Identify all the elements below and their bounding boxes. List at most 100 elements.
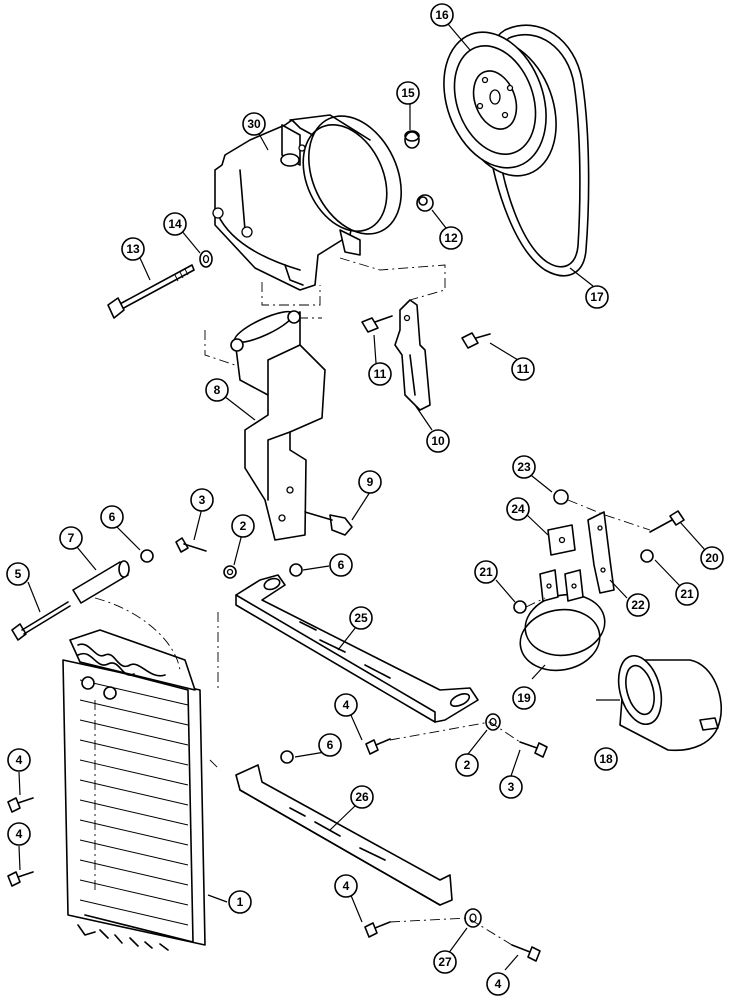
callout-6-b: 6 [329,553,353,577]
callout-16: 16 [430,3,454,27]
adjusting-bracket [394,299,431,411]
svg-text:5: 5 [15,567,22,581]
nut-small [404,130,420,149]
callout-6-c: 6 [318,733,342,757]
callout-6-a: 6 [100,505,124,529]
svg-text:1: 1 [237,895,244,909]
callout-5: 5 [6,562,30,586]
callout-4-d: 4 [334,874,358,898]
callout-2-lower: 2 [455,753,479,777]
callout-30: 30 [242,112,266,136]
nut-spacer [416,194,434,212]
svg-text:12: 12 [444,231,458,245]
callout-21-left: 21 [474,560,498,584]
washer [199,250,213,268]
svg-text:3: 3 [508,780,515,794]
leader-lines [18,23,706,971]
callout-24: 24 [506,497,530,521]
callout-4-e: 4 [486,972,510,996]
callout-11-right: 11 [511,357,535,381]
svg-text:11: 11 [517,362,530,376]
callout-18: 18 [594,747,618,771]
nut-6-lower [280,750,294,764]
svg-text:4: 4 [343,698,350,712]
clamp-bracket [587,511,615,594]
nut-6-mid [289,563,303,577]
bolt-4-a [7,797,34,813]
callout-4-a: 4 [7,748,31,772]
svg-text:10: 10 [431,434,445,448]
svg-text:11: 11 [374,367,387,381]
support-rail-upper [235,574,479,723]
ac-compressor [212,114,403,291]
callout-20: 20 [700,546,724,570]
svg-text:27: 27 [438,955,452,969]
support-rail-lower [235,764,453,906]
svg-text:2: 2 [240,519,247,533]
long-bolt [107,264,195,319]
nut-6-upper [140,549,154,563]
svg-text:13: 13 [126,242,140,256]
callout-22: 22 [626,593,650,617]
svg-text:4: 4 [343,879,350,893]
bolt-3-upper [175,537,207,553]
callout-2-upper: 2 [231,514,255,538]
callout-1: 1 [228,890,252,914]
bolt-11-left [361,315,393,333]
svg-text:19: 19 [517,691,531,705]
callout-12: 12 [439,226,463,250]
callout-8: 8 [205,378,229,402]
callout-19: 19 [512,686,536,710]
svg-text:8: 8 [214,383,221,397]
callout-25: 25 [349,606,373,630]
bolt-4-c [365,738,391,755]
callout-7: 7 [59,526,83,550]
bolt-4-d [364,921,391,938]
bolt-20 [649,510,685,533]
svg-text:30: 30 [247,117,261,131]
bolt-4-b [7,871,34,887]
svg-text:21: 21 [680,587,694,601]
callout-3-upper: 3 [190,488,214,512]
svg-text:24: 24 [511,502,525,516]
callout-11-left: 11 [368,362,392,386]
svg-text:4: 4 [16,753,23,767]
svg-text:6: 6 [109,510,116,524]
condenser [62,629,206,951]
svg-text:14: 14 [168,217,182,231]
svg-text:6: 6 [338,558,345,572]
bolt-head-23 [553,489,569,505]
callout-17: 17 [585,285,609,309]
receiver-drier [617,654,722,752]
svg-text:18: 18 [599,752,613,766]
svg-text:4: 4 [16,827,23,841]
nut-21-right [640,549,654,563]
svg-text:15: 15 [401,86,415,100]
svg-text:2: 2 [464,758,471,772]
callout-26: 26 [350,785,374,809]
svg-text:16: 16 [435,8,449,22]
svg-text:25: 25 [354,611,368,625]
callout-15: 15 [396,81,420,105]
svg-text:6: 6 [327,738,334,752]
spacer-tube [72,560,130,604]
callout-21-right: 21 [675,582,699,606]
callout-4-b: 4 [7,822,31,846]
svg-text:23: 23 [517,460,531,474]
svg-text:3: 3 [199,493,206,507]
bolt-11-right [461,332,491,349]
svg-text:21: 21 [479,565,493,579]
mounting-bracket [230,310,326,541]
flange-bolt [304,511,353,536]
callout-13: 13 [121,237,145,261]
bolt-3-lower [519,741,548,758]
callout-23: 23 [512,455,536,479]
long-bolt-5 [11,601,71,641]
svg-text:20: 20 [705,551,719,565]
callout-14: 14 [163,212,187,236]
nut-21-left [513,600,527,614]
pulley [443,31,557,177]
callout-4-c: 4 [334,693,358,717]
svg-text:4: 4 [495,977,502,991]
